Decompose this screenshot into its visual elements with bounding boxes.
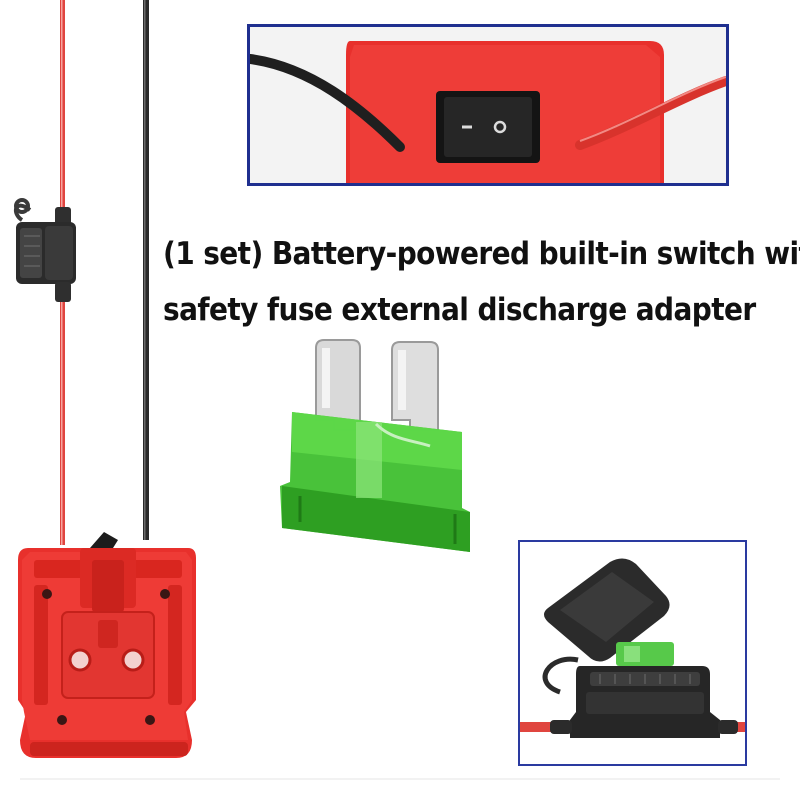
rocker-switch-icon [436, 91, 540, 163]
caption-line-2: safety fuse external discharge adapter [163, 290, 756, 328]
fuse-holder-inset [518, 540, 747, 766]
switch-red-wire [575, 76, 726, 150]
switch-black-wire [250, 54, 405, 152]
switch-inset-image [250, 27, 726, 183]
battery-adapter-icon [18, 548, 196, 758]
inline-fuse-holder-icon [13, 198, 76, 302]
blade-fuse-icon [280, 339, 470, 552]
black-wire [143, 0, 149, 540]
fuse-holder-icon [520, 542, 745, 764]
switch-inset [247, 24, 729, 186]
caption-line-1: (1 set) Battery-powered built-in switch … [163, 234, 800, 272]
product-caption: (1 set) Battery-powered built-in switch … [163, 226, 800, 338]
